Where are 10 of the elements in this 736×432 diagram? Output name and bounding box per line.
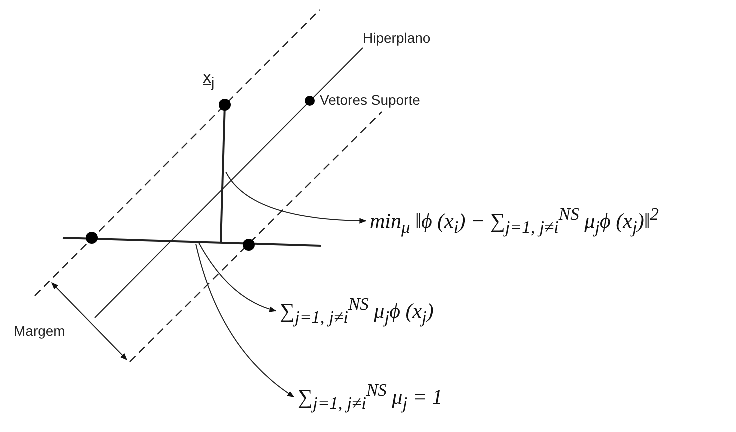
formula-text: ∑$_{j=1, j≠i}$$^{NS}$ μ$_{j}$ = 1 (296, 378, 445, 416)
vector-label: x$_{j}$ (203, 68, 215, 92)
formula-text: ∑$_{j=1, j≠i}$$^{NS}$ μ$_{j}$ϕ (x$_{j}$) (278, 292, 436, 330)
arrow (198, 242, 277, 312)
formula-text: min$_{μ}$ ‖ϕ (x$_{i}$) − ∑$_{j=1, j≠i}$$^{NS}$ μ$_{j}$ϕ (x$_{j}$)‖$^{2}$ (368, 202, 661, 240)
legend-text: Vetores Suporte (320, 92, 420, 108)
hyperplane-label: Hiperplano (363, 30, 431, 46)
arrow (196, 244, 295, 398)
margin-label: Margem (14, 323, 66, 339)
arrow (226, 172, 367, 224)
